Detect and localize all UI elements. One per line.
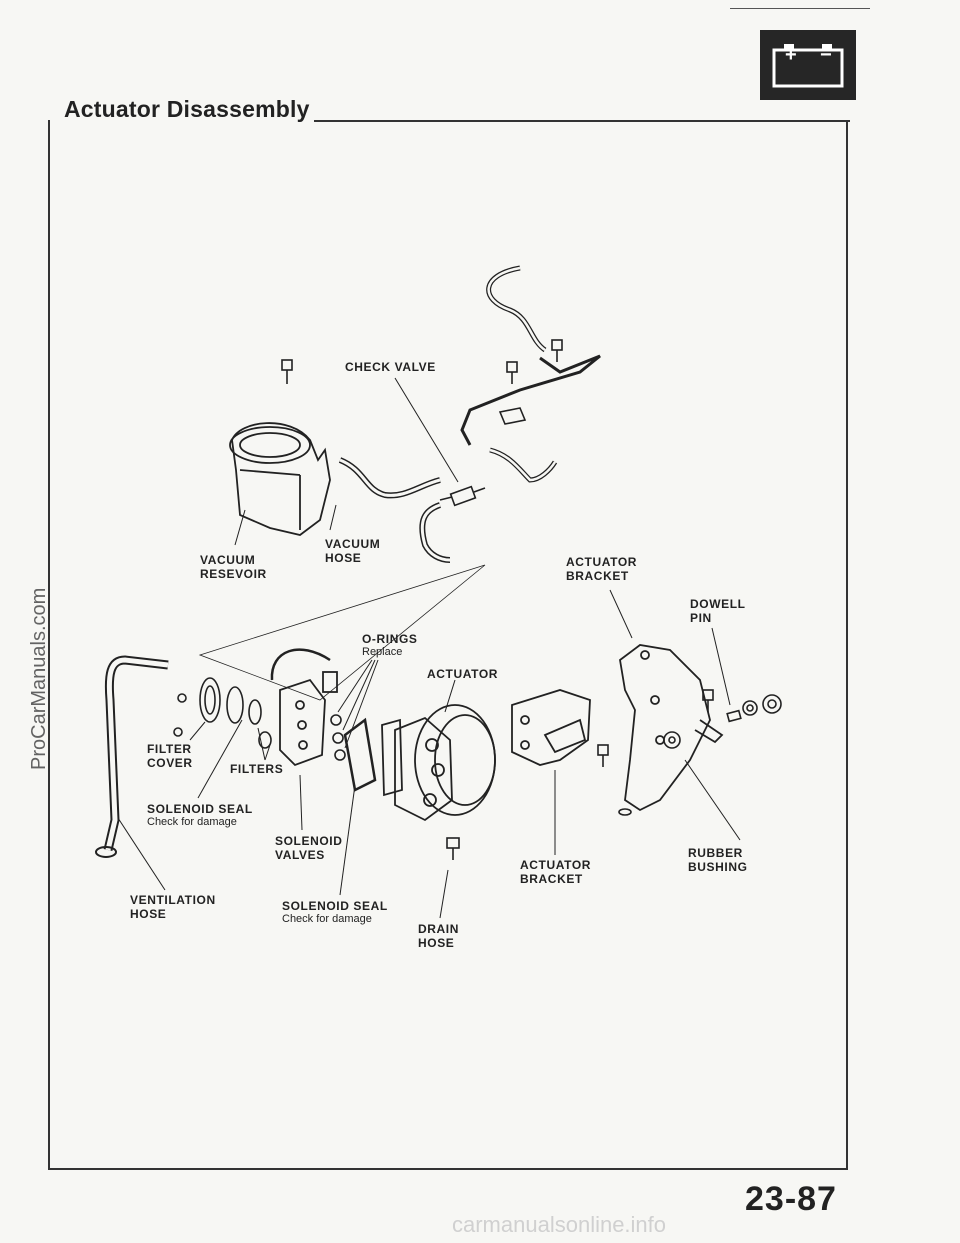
actuator-bracket-upper [619, 644, 724, 812]
label-actuator-bracket-top-line2: BRACKET [566, 569, 629, 583]
o-rings [330, 714, 346, 761]
label-o-rings: O-RINGS [362, 632, 418, 646]
bolt-icon [506, 361, 518, 384]
label-solenoid-seal-bottom-note: Check for damage [282, 913, 372, 925]
actuator [381, 704, 496, 822]
label-actuator-bracket-bottom-line1: ACTUATOR [520, 858, 592, 872]
label-filter-cover-line1: FILTER [147, 742, 192, 756]
label-vacuum-hose-line1: VACUUM [325, 537, 381, 551]
label-drain-hose-line1: DRAIN [418, 922, 459, 936]
drain-hose [446, 837, 460, 860]
label-dowell-pin-line2: PIN [690, 611, 712, 625]
battery-minus: − [820, 44, 832, 66]
bolt-icon [281, 359, 293, 384]
dowel-pin [726, 694, 782, 723]
label-actuator-bracket-top-line1: ACTUATOR [566, 555, 638, 569]
watermark-left: ProCarManuals.com [28, 587, 50, 770]
actuator-bracket-middle [511, 689, 591, 766]
rubber-bushing [663, 731, 681, 749]
page-title: Actuator Disassembly [60, 96, 314, 123]
vacuum-hose [338, 457, 441, 499]
vacuum-reservoir [229, 422, 331, 536]
label-solenoid-valves-line2: VALVES [275, 848, 325, 862]
diagram-frame [48, 120, 848, 1170]
label-solenoid-valves-line1: SOLENOID [275, 834, 343, 848]
vacuum-pipe-bracket [460, 354, 601, 446]
label-o-rings-note: Replace [362, 646, 403, 658]
title-rule [290, 120, 850, 122]
page-number: 23-87 [745, 1180, 837, 1218]
label-rubber-bushing-line2: BUSHING [688, 860, 748, 874]
bolt-icon [551, 339, 563, 362]
battery-section-badge: + − [760, 30, 856, 100]
watermark-bottom: carmanualsonline.info [452, 1212, 667, 1237]
ventilation-hose-end [95, 846, 117, 858]
top-rule [730, 8, 870, 9]
solenoid-valves [270, 648, 338, 767]
label-actuator: ACTUATOR [427, 667, 499, 681]
filters [226, 686, 272, 749]
label-drain-hose-line2: HOSE [418, 936, 455, 950]
label-filter-cover-line2: COVER [147, 756, 193, 770]
label-rubber-bushing-line1: RUBBER [688, 846, 743, 860]
label-solenoid-seal-left: SOLENOID SEAL [147, 802, 253, 816]
label-check-valve: CHECK VALVE [345, 360, 436, 374]
check-valve [439, 485, 486, 507]
bolt-icon [597, 744, 609, 767]
bolt-icon [702, 689, 714, 712]
label-ventilation-hose-line1: VENTILATION [130, 893, 216, 907]
solenoid-seal [343, 717, 377, 792]
upper-vacuum-hose [486, 265, 547, 353]
label-dowell-pin-line1: DOWELL [690, 597, 746, 611]
label-solenoid-seal-left-note: Check for damage [147, 816, 237, 828]
label-solenoid-seal-bottom: SOLENOID SEAL [282, 899, 388, 913]
label-vacuum-hose-line2: HOSE [325, 551, 362, 565]
battery-icon [772, 44, 844, 88]
label-actuator-bracket-bottom-line2: BRACKET [520, 872, 583, 886]
label-ventilation-hose-line2: HOSE [130, 907, 167, 921]
label-vacuum-reservoir-line1: VACUUM [200, 553, 256, 567]
label-filters: FILTERS [230, 762, 284, 776]
filter-cover [199, 677, 221, 723]
screw-icon [173, 693, 187, 737]
battery-plus: + [785, 44, 797, 66]
label-vacuum-reservoir-line2: RESEVOIR [200, 567, 267, 581]
